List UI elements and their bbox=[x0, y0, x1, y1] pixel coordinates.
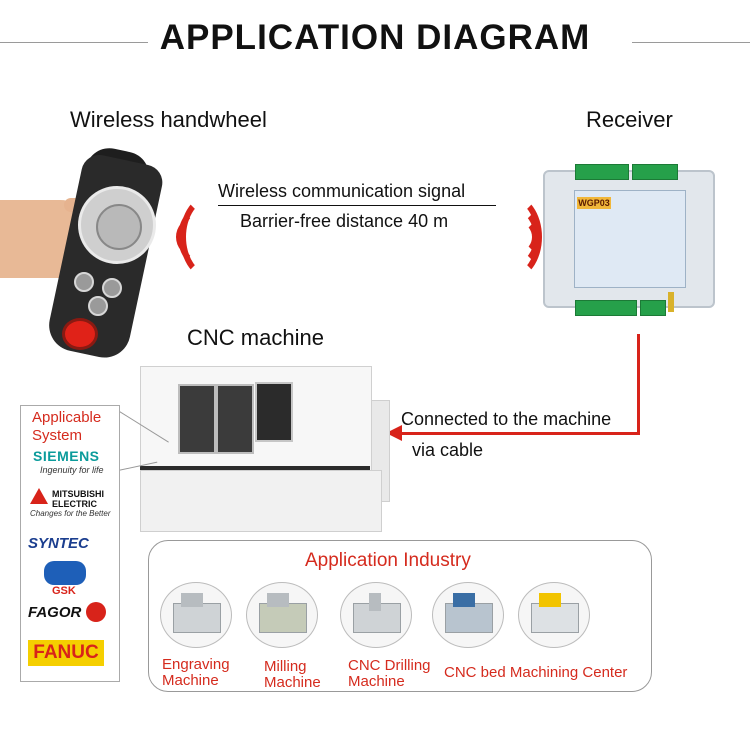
emergency-stop-button bbox=[62, 318, 98, 350]
mitsubishi-diamond-icon bbox=[30, 488, 48, 504]
industry-label-machining-center: CNC bed Machining Center bbox=[444, 664, 628, 681]
cable-text-line1: Connected to the machine bbox=[401, 409, 612, 429]
fagor-logo: FAGOR bbox=[28, 604, 82, 621]
cnc-drilling-machine-image bbox=[340, 582, 412, 648]
axis-knob bbox=[74, 272, 94, 292]
arrow-left-icon bbox=[386, 425, 402, 441]
gsk-logo: GSK bbox=[52, 585, 76, 597]
syntec-logo: SYNTEC bbox=[28, 535, 89, 552]
cable-text-line2: via cable bbox=[412, 440, 484, 460]
applicable-system-panel bbox=[20, 405, 120, 682]
title-rule-right bbox=[632, 42, 750, 43]
mitsubishi-tagline: Changes for the Better bbox=[30, 509, 111, 518]
siemens-tagline: Ingenuity for life bbox=[40, 465, 104, 475]
cnc-control-panel bbox=[255, 382, 293, 442]
signal-text-line1: Wireless communication signal bbox=[218, 181, 466, 201]
page-title: APPLICATION DIAGRAM bbox=[159, 18, 591, 57]
rate-knob bbox=[102, 278, 122, 298]
signal-text-line2: Barrier-free distance 40 m bbox=[240, 211, 449, 231]
handwheel-label: Wireless handwheel bbox=[70, 107, 267, 132]
title-rule-left bbox=[0, 42, 148, 43]
fagor-mark-icon bbox=[86, 602, 106, 622]
siemens-logo: SIEMENS bbox=[33, 448, 100, 464]
fanuc-logo: FANUC bbox=[28, 640, 104, 666]
milling-machine-image bbox=[246, 582, 318, 648]
receiver-model-label: WGP03 bbox=[577, 197, 611, 209]
application-industry-title: Application Industry bbox=[305, 550, 471, 571]
cnc-machine-label: CNC machine bbox=[187, 325, 324, 350]
cnc-bed-image bbox=[432, 582, 504, 648]
machining-center-image bbox=[518, 582, 590, 648]
signal-line bbox=[218, 205, 496, 206]
mode-knob bbox=[88, 296, 108, 316]
gsk-emblem-icon bbox=[44, 561, 86, 585]
engraving-machine-image bbox=[160, 582, 232, 648]
mitsubishi-logo: MITSUBISHI ELECTRIC bbox=[52, 489, 105, 509]
antenna-connector bbox=[668, 292, 674, 312]
applicable-system-title: Applicable System bbox=[32, 409, 102, 444]
receiver-label: Receiver bbox=[586, 107, 673, 132]
